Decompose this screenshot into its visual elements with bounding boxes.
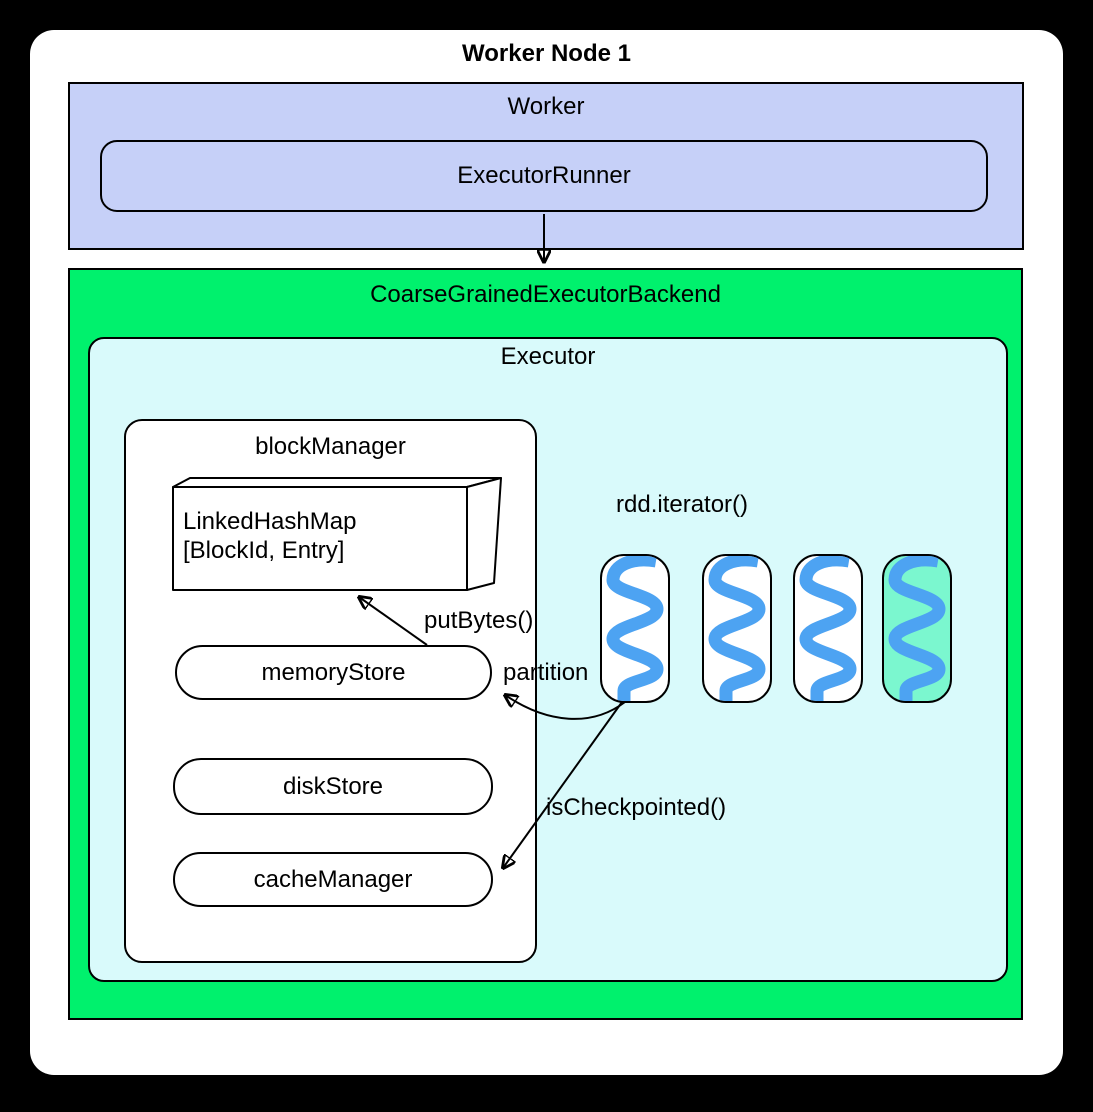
partition-pill-4-cached — [882, 554, 952, 703]
block-manager-label: blockManager — [255, 433, 406, 460]
cuboid-right-face — [466, 477, 502, 591]
put-bytes-label: putBytes() — [424, 607, 534, 634]
partition-label: partition — [503, 659, 589, 686]
cuboid-front-face — [172, 486, 468, 591]
disk-store-box: diskStore — [173, 758, 493, 815]
iterator-squiggle-icon — [708, 556, 766, 701]
worker-label: Worker — [507, 93, 585, 120]
is-checkpointed-label: isCheckpointed() — [546, 794, 727, 821]
linked-hash-map-3d-box — [172, 477, 502, 591]
memory-store-label: memoryStore — [261, 658, 406, 686]
memory-store-box: memoryStore — [175, 645, 492, 700]
cuboid-top-face — [172, 477, 502, 488]
iterator-squiggle-icon — [606, 556, 664, 701]
rdd-iterator-label: rdd.iterator() — [616, 491, 749, 518]
executor-runner-box: ExecutorRunner — [100, 140, 988, 212]
iterator-squiggle-icon — [888, 556, 946, 701]
cache-manager-label: cacheManager — [253, 865, 413, 893]
cache-manager-box: cacheManager — [173, 852, 493, 907]
linked-hash-map-line2: [BlockId, Entry] — [183, 537, 345, 564]
partition-pill-1 — [600, 554, 670, 703]
backend-label: CoarseGrainedExecutorBackend — [370, 281, 721, 308]
linked-hash-map-label: LinkedHashMap [BlockId, Entry] — [183, 507, 356, 565]
executor-runner-label: ExecutorRunner — [457, 162, 631, 189]
executor-label: Executor — [500, 343, 596, 370]
page-title: Worker Node 1 — [462, 40, 631, 67]
iterator-squiggle-icon — [799, 556, 857, 701]
worker-box — [68, 82, 1024, 250]
partition-pill-3 — [793, 554, 863, 703]
linked-hash-map-line1: LinkedHashMap — [183, 508, 357, 535]
disk-store-label: diskStore — [282, 772, 384, 800]
partition-pill-2 — [702, 554, 772, 703]
